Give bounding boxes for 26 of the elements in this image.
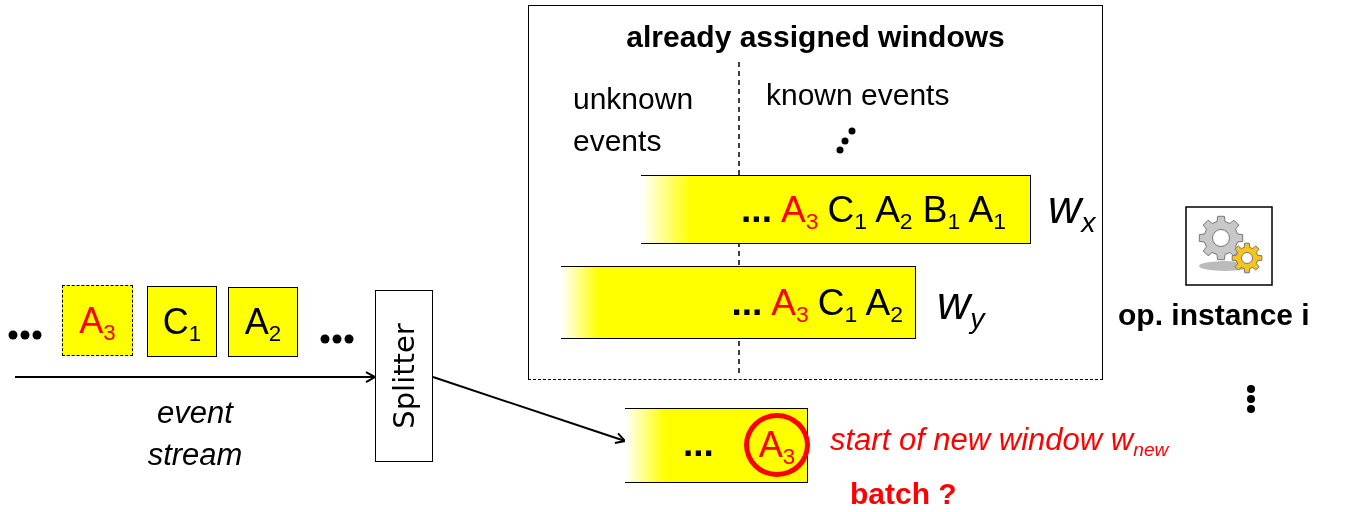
event-sequence: A$_{3}$ — [771, 281, 809, 324]
window-label: w$_{x}$ — [1048, 180, 1096, 234]
edge-label: event stream — [146, 394, 244, 474]
event-sequence: A$_{3}$ — [780, 188, 819, 231]
instance-label: op. instance i — [1118, 298, 1310, 332]
window-group-frame — [528, 5, 1103, 380]
event-sequence: ... — [741, 188, 772, 231]
event-sequence: ... — [683, 423, 714, 465]
window-bar — [561, 266, 916, 339]
window-bar — [641, 175, 1031, 244]
event-box: A$_{2}$ — [228, 287, 298, 357]
splitter-box: Splitter — [375, 290, 433, 462]
arrow — [14, 371, 376, 384]
event-sequence: ... — [731, 281, 763, 324]
window-bar — [625, 408, 808, 483]
event-box: A$_{3}$ — [62, 285, 133, 356]
event-sequence: C$_{1}$ A$_{2}$ B$_{1}$ A$_{1}$ — [827, 188, 1006, 231]
annotation-text: batch ? — [850, 477, 957, 511]
column-heading: known events — [766, 78, 950, 112]
annotation-text: start of new window w$_{new}$ — [830, 422, 1169, 458]
event-sequence: C$_{1}$ A$_{2}$ — [817, 281, 903, 324]
arrow — [432, 376, 626, 444]
column-heading: unknown events — [573, 81, 695, 159]
group-title: already assigned windows — [625, 20, 1006, 54]
highlight-circle: A$_{3}$ — [744, 413, 810, 477]
event-box: C$_{1}$ — [147, 286, 217, 357]
